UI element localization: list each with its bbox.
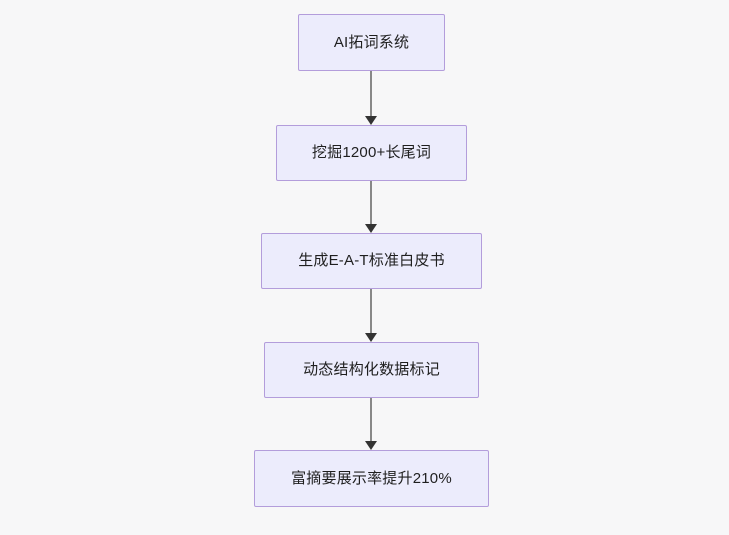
connector-node1-to-node2 (365, 71, 377, 125)
node-label: 挖掘1200+长尾词 (311, 144, 432, 161)
connector-line (370, 398, 372, 441)
arrowhead-icon (365, 441, 377, 450)
connector-line (370, 71, 372, 116)
connector-line (370, 181, 372, 224)
arrowhead-icon (365, 116, 377, 125)
node-label: 动态结构化数据标记 (303, 361, 440, 378)
flowchart-node-rich-snippet-rate-increase[interactable]: 富摘要展示率提升210% (254, 450, 489, 507)
node-label: 富摘要展示率提升210% (291, 469, 452, 487)
node-label: 生成E-A-T标准白皮书 (298, 252, 445, 269)
flowchart-node-generate-eat-whitepaper[interactable]: 生成E-A-T标准白皮书 (261, 233, 482, 289)
connector-node2-to-node3 (365, 181, 377, 233)
flowchart-node-ai-keyword-system[interactable]: AI拓词系统 (298, 14, 445, 71)
connector-line (370, 289, 372, 333)
arrowhead-icon (365, 224, 377, 233)
flowchart-node-dynamic-structured-data-markup[interactable]: 动态结构化数据标记 (264, 342, 479, 398)
arrowhead-icon (365, 333, 377, 342)
node-label: AI拓词系统 (333, 33, 410, 51)
connector-node4-to-node5 (365, 398, 377, 450)
flowchart-node-mine-longtail-keywords[interactable]: 挖掘1200+长尾词 (276, 125, 467, 181)
connector-node3-to-node4 (365, 289, 377, 342)
